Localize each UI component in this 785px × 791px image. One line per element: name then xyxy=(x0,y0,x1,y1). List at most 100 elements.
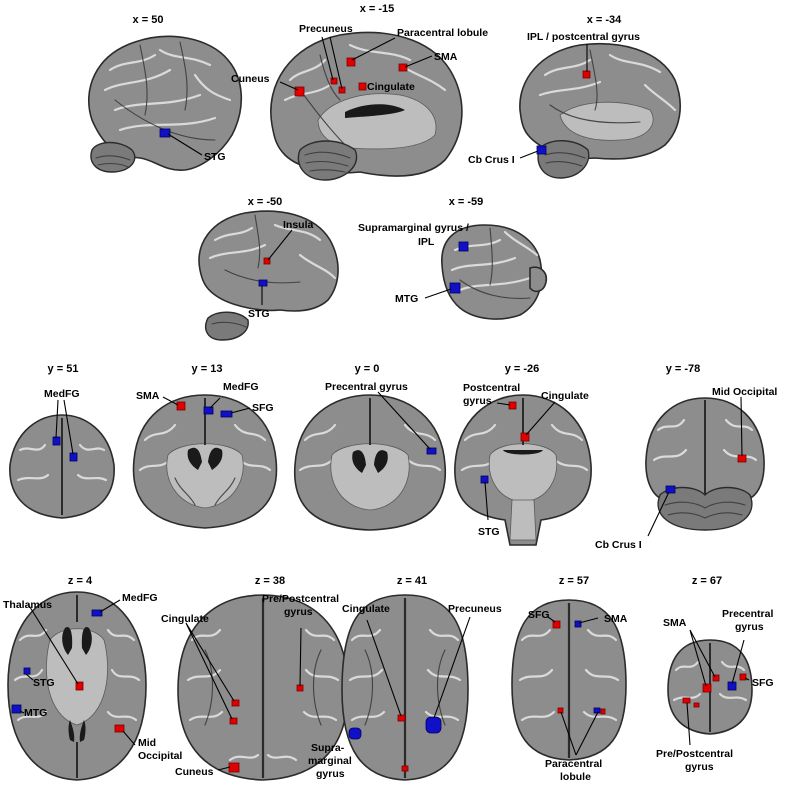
region-label: marginal xyxy=(308,755,352,767)
region-label: SFG xyxy=(252,402,274,414)
cluster-marker xyxy=(228,762,240,773)
cluster-marker xyxy=(449,282,461,294)
region-label: Cingulate xyxy=(342,603,390,615)
cluster-marker xyxy=(665,485,676,494)
cluster-marker xyxy=(426,447,437,455)
coord-label: z = 38 xyxy=(255,575,285,587)
coord-label: x = -34 xyxy=(587,14,622,26)
region-label: Paracentral xyxy=(545,758,602,770)
cluster-marker xyxy=(220,410,233,418)
panel-coronal-y51: y = 51 MedFG xyxy=(9,363,115,519)
region-label: SFG xyxy=(752,677,774,689)
cluster-marker xyxy=(263,257,271,265)
panel-sagittal-x50: x = 50 STG xyxy=(88,14,243,173)
coord-label: z = 67 xyxy=(692,575,722,587)
panel-coronal-y-26: y = -26 Postcentral gyrus Cingulate STG xyxy=(454,363,592,546)
region-label: MedFG xyxy=(223,381,259,393)
panel-coronal-y0: y = 0 Precentral gyrus xyxy=(293,363,447,531)
region-label: gyrus xyxy=(685,761,714,773)
coord-label: y = 51 xyxy=(48,363,79,375)
cluster-marker xyxy=(737,454,747,463)
region-label: Precuneus xyxy=(448,603,502,615)
cluster-marker xyxy=(593,707,601,714)
coord-label: x = 50 xyxy=(133,14,164,26)
coord-label: y = 0 xyxy=(355,363,380,375)
cluster-marker xyxy=(520,432,530,442)
region-label: SMA xyxy=(663,617,687,629)
region-label: MTG xyxy=(24,707,47,719)
cluster-marker xyxy=(557,707,564,714)
cluster-marker xyxy=(330,77,338,85)
panel-axial-z41: z = 41 Cingulate Precuneus Supra- margin… xyxy=(308,575,502,781)
region-label: IPL xyxy=(418,236,435,248)
cluster-marker xyxy=(23,667,31,675)
cluster-marker xyxy=(582,70,591,79)
region-label: Pre/Postcentral xyxy=(656,748,733,760)
panel-coronal-y13: y = 13 SMA MedFG SFG xyxy=(132,363,278,529)
cluster-marker xyxy=(693,702,700,708)
region-label: Cingulate xyxy=(161,613,209,625)
coord-label: z = 57 xyxy=(559,575,589,587)
panel-coronal-y-78: y = -78 Mid Occipital Cb Crus I xyxy=(595,363,777,551)
region-label: Postcentral xyxy=(463,382,520,394)
cluster-marker xyxy=(552,620,561,629)
cluster-marker xyxy=(258,279,268,287)
cluster-marker xyxy=(425,716,442,734)
cluster-marker xyxy=(712,674,720,682)
region-label: Cuneus xyxy=(231,73,270,85)
region-label: Mid Occipital xyxy=(712,386,777,398)
cluster-marker xyxy=(229,717,238,725)
region-label: IPL / postcentral gyrus xyxy=(527,31,640,43)
region-label: MTG xyxy=(395,293,418,305)
cluster-marker xyxy=(231,699,240,707)
region-label: STG xyxy=(478,526,500,538)
region-label: Pre/Postcentral xyxy=(262,593,339,605)
cluster-marker xyxy=(739,673,747,681)
region-label: SMA xyxy=(136,390,160,402)
cluster-marker xyxy=(294,86,305,97)
region-label: Paracentral lobule xyxy=(397,27,488,39)
panel-axial-z38: z = 38 Cingulate Pre/Postcentral gyrus C… xyxy=(161,575,349,781)
cluster-marker xyxy=(75,681,84,691)
panel-sagittal-x-15: x = -15 Precuneus Paracentral lobule SMA… xyxy=(231,3,488,181)
coord-label: y = 13 xyxy=(192,363,223,375)
panel-axial-z67: z = 67 SMA Precentral gyrus SFG Pre/Post… xyxy=(656,575,774,773)
coord-label: y = -78 xyxy=(666,363,701,375)
region-label: SMA xyxy=(604,613,628,625)
coord-label: y = -26 xyxy=(505,363,540,375)
region-label: Cingulate xyxy=(541,390,589,402)
cluster-marker xyxy=(69,452,78,462)
region-label: Supra- xyxy=(311,742,345,754)
cluster-marker xyxy=(600,708,606,715)
region-label: lobule xyxy=(560,771,591,783)
region-label: STG xyxy=(33,677,55,689)
panel-axial-z4: z = 4 Thalamus MedFG STG MTG Mid Occipit… xyxy=(3,575,182,781)
region-label: Occipital xyxy=(138,750,182,762)
coord-label: x = -59 xyxy=(449,196,484,208)
cluster-marker xyxy=(480,475,489,484)
region-label: Precentral xyxy=(722,608,773,620)
panel-sagittal-x-50: x = -50 Insula STG xyxy=(198,196,339,341)
region-label: Mid xyxy=(138,737,156,749)
region-label: MedFG xyxy=(44,388,80,400)
cluster-marker xyxy=(508,401,517,410)
coord-label: x = -50 xyxy=(248,196,283,208)
coord-label: x = -15 xyxy=(360,3,395,15)
cluster-marker xyxy=(397,714,406,722)
cluster-marker xyxy=(398,63,408,72)
cluster-marker xyxy=(203,406,214,415)
region-label: Supramarginal gyrus / xyxy=(358,222,469,234)
region-label: Cingulate xyxy=(367,81,415,93)
region-label: Cb Crus I xyxy=(595,539,642,551)
region-label: gyrus xyxy=(316,768,345,780)
region-label: gyrus xyxy=(735,621,764,633)
region-label: SMA xyxy=(434,51,458,63)
panel-axial-z57: z = 57 SFG SMA Paracentral lobule xyxy=(511,575,628,783)
cluster-marker xyxy=(358,82,367,91)
cluster-marker xyxy=(114,724,125,733)
region-label: MedFG xyxy=(122,592,158,604)
region-label: Cuneus xyxy=(175,766,214,778)
cluster-marker xyxy=(536,145,547,155)
panel-sagittal-x-34: x = -34 IPL / postcentral gyrus Cb Crus … xyxy=(468,14,681,179)
